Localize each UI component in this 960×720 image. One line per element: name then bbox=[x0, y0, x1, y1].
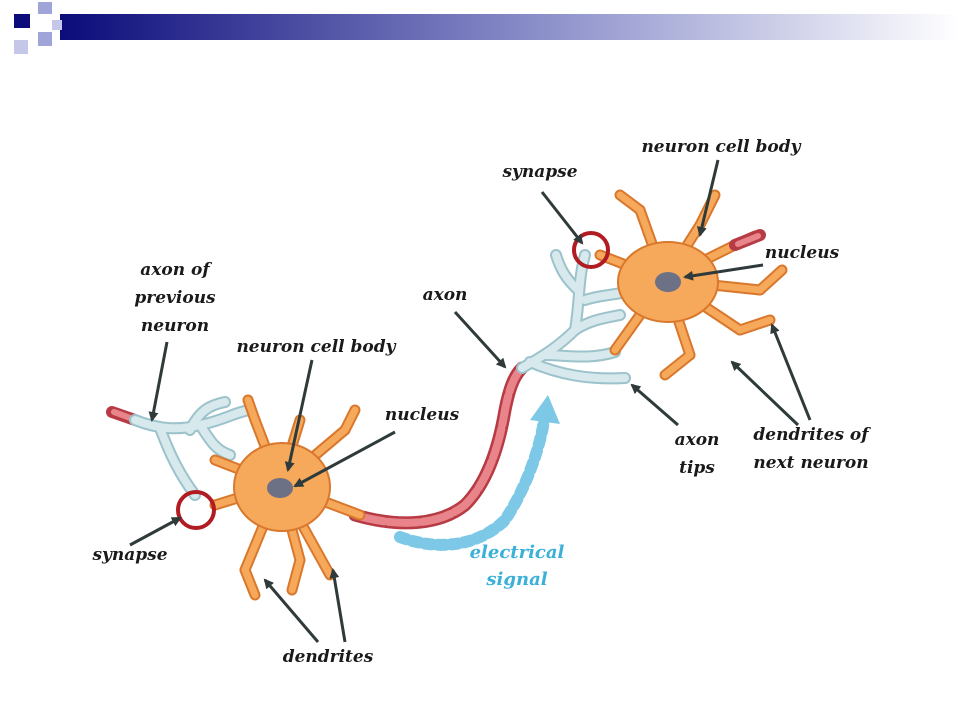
label-dendrites: dendrites bbox=[283, 647, 374, 667]
label-electrical-signal-line1: electrical bbox=[470, 542, 565, 563]
label-electrical-signal-line2: signal bbox=[485, 569, 547, 590]
label-axon-tips-line1: axon bbox=[675, 430, 720, 450]
label-synapse-right: synapse bbox=[501, 162, 577, 182]
right-neuron-cell-body bbox=[594, 189, 788, 381]
accent-square-light-3 bbox=[14, 40, 28, 54]
axon-terminals-right bbox=[516, 249, 631, 385]
label-axon-of-previous-neuron-line2: previous bbox=[134, 288, 216, 308]
title-bar-decoration bbox=[14, 2, 960, 54]
accent-square-dark bbox=[14, 14, 30, 28]
label-dendrites-of-next-neuron-line1: dendrites of bbox=[753, 425, 871, 445]
left-neuron-cell-body bbox=[209, 394, 366, 601]
accent-square-light-1 bbox=[38, 2, 52, 14]
labels: axon of previous neuron neuron cell body… bbox=[91, 137, 871, 667]
label-axon-tips-line2: tips bbox=[679, 458, 715, 478]
pointer-arrows bbox=[129, 159, 812, 643]
accent-square-light-2 bbox=[38, 32, 52, 46]
accent-square-light-4 bbox=[52, 20, 62, 30]
previous-axon-terminals bbox=[106, 396, 256, 501]
nucleus-left bbox=[267, 478, 293, 498]
synapse-circle-right bbox=[572, 231, 610, 269]
label-synapse-left: synapse bbox=[91, 545, 167, 565]
axon-myelin bbox=[348, 361, 529, 530]
label-axon: axon bbox=[423, 285, 468, 305]
label-axon-of-previous-neuron-line3: neuron bbox=[141, 316, 209, 336]
label-nucleus-right: nucleus bbox=[765, 243, 840, 263]
synapse-circle-left bbox=[176, 490, 216, 530]
label-axon-of-previous-neuron-line1: axon of bbox=[140, 260, 212, 280]
label-dendrites-of-next-neuron-line2: next neuron bbox=[753, 453, 868, 473]
label-neuron-cell-body-right: neuron cell body bbox=[641, 137, 801, 157]
label-nucleus-left: nucleus bbox=[385, 405, 460, 425]
nucleus-right bbox=[655, 272, 681, 292]
title-bar-gradient bbox=[60, 14, 960, 40]
electrical-signal-arrow bbox=[394, 395, 560, 551]
label-neuron-cell-body-left: neuron cell body bbox=[236, 337, 396, 357]
